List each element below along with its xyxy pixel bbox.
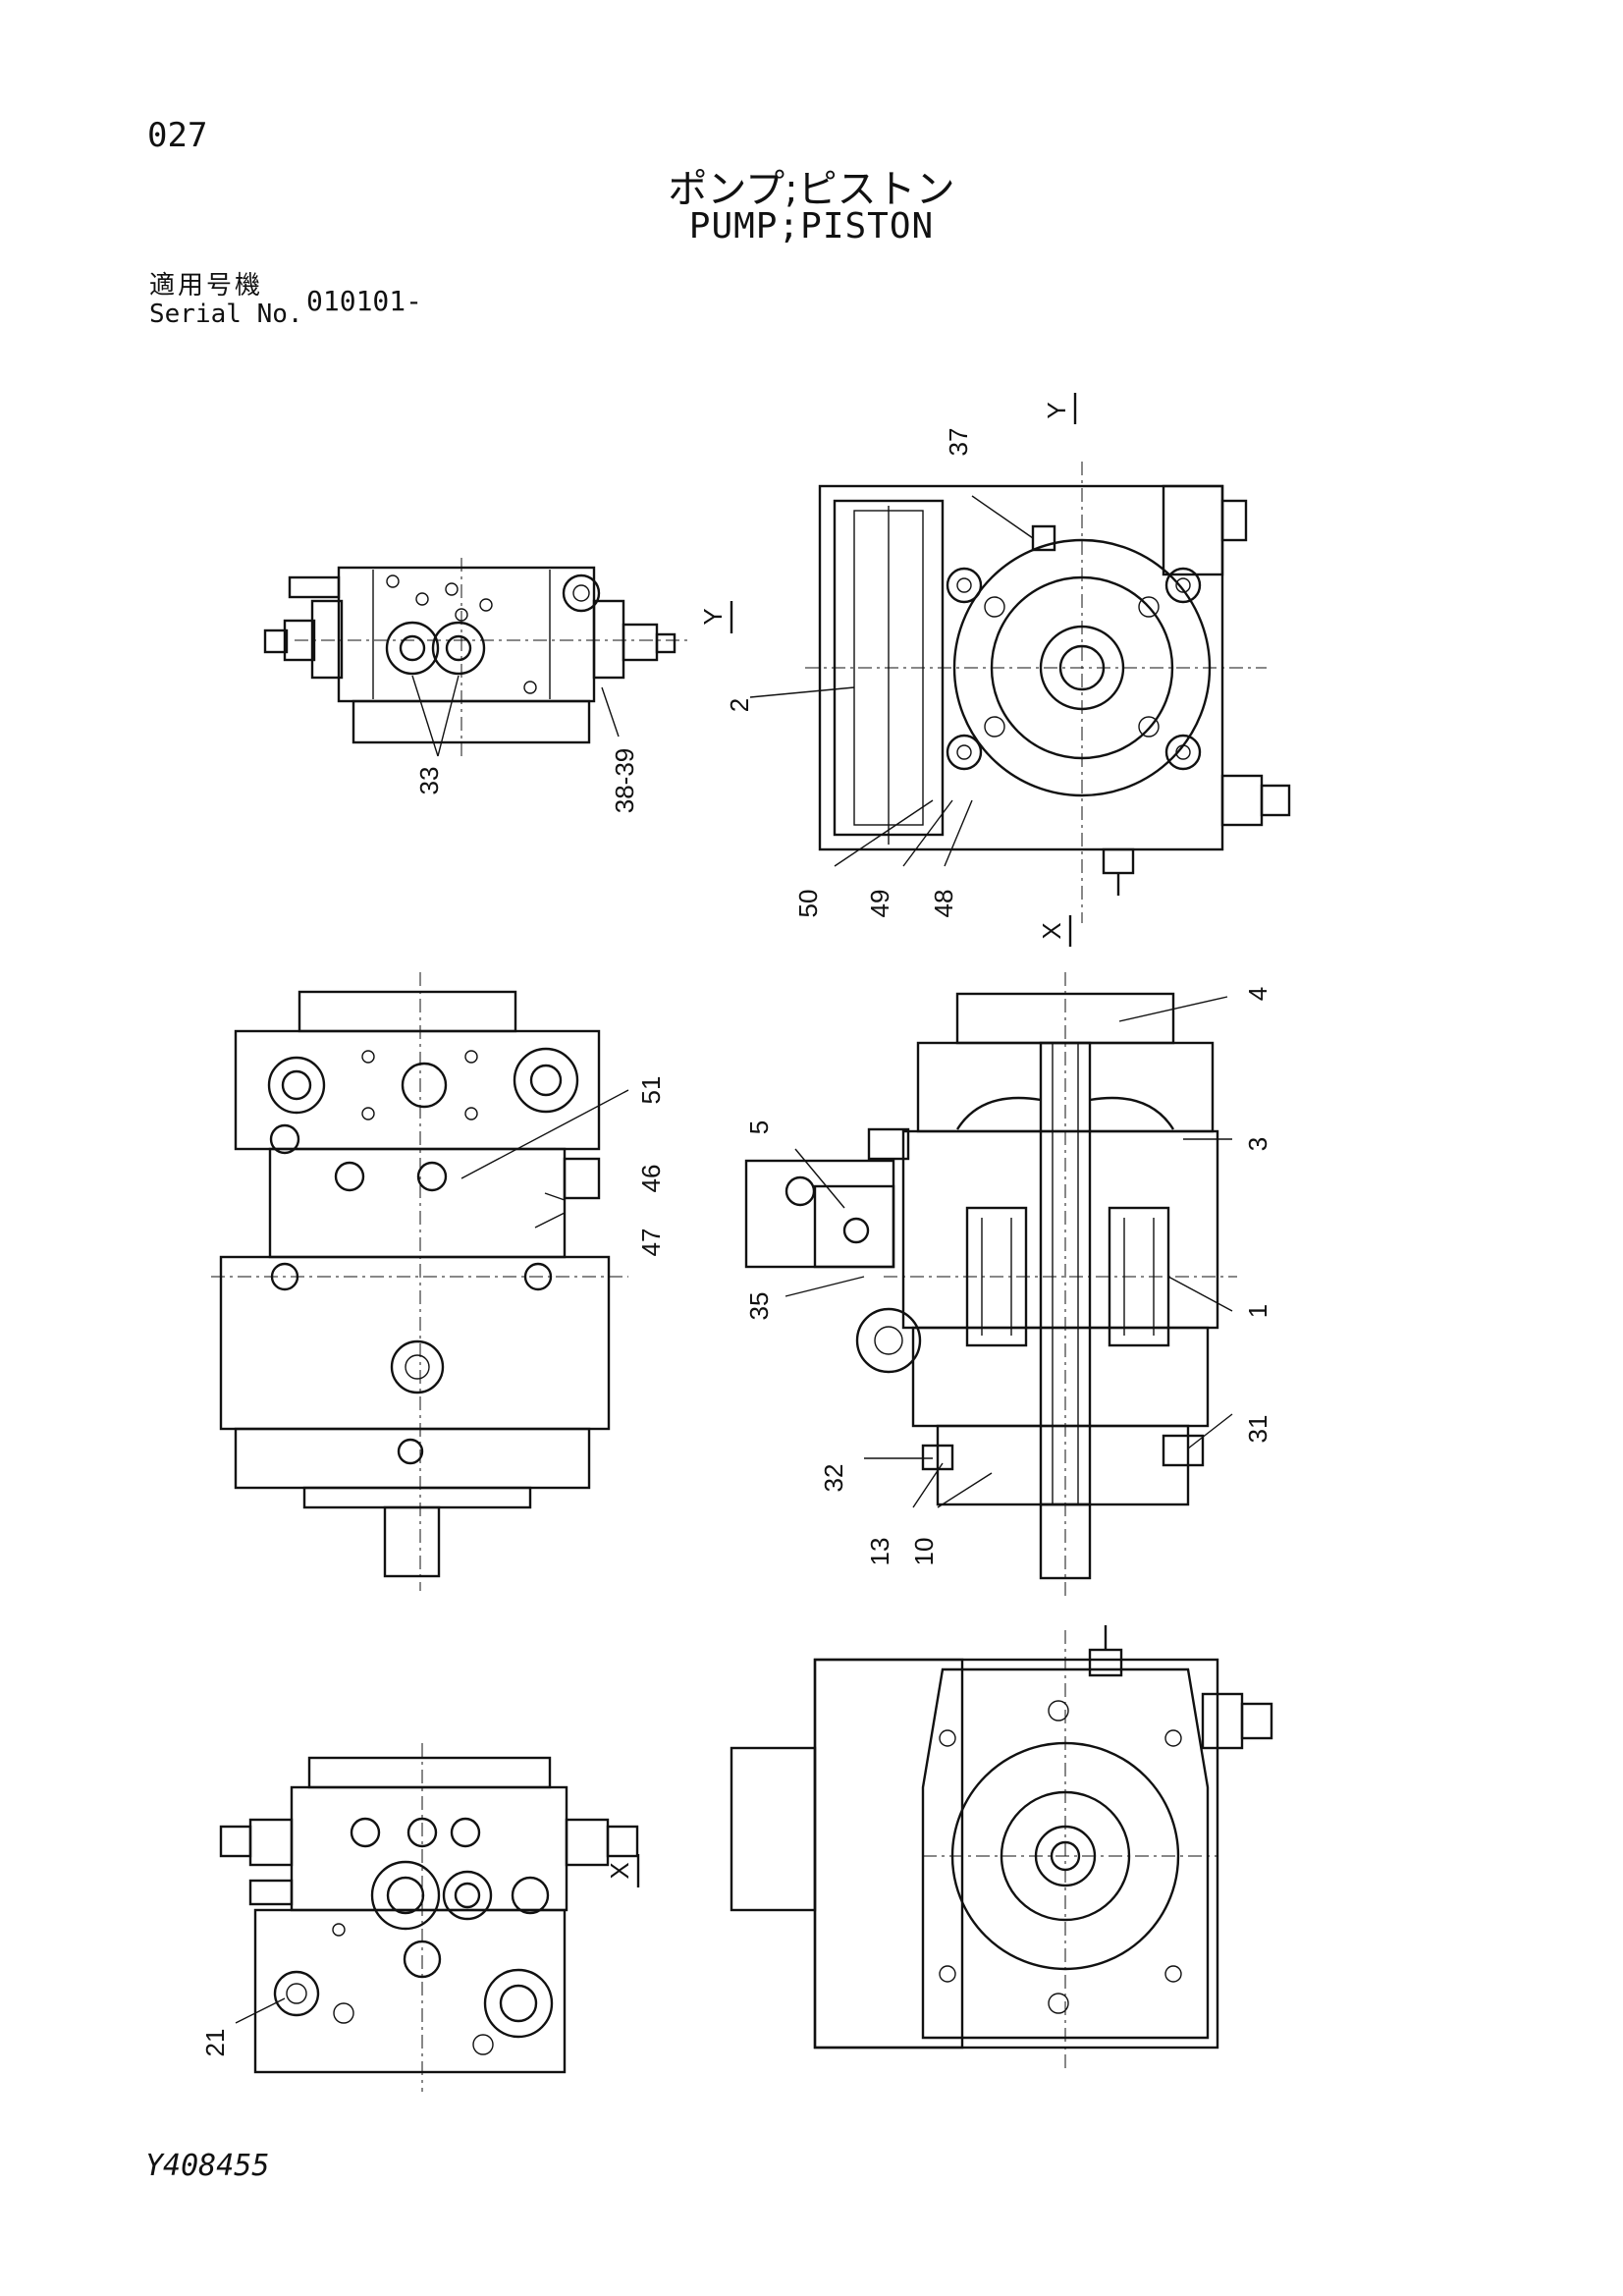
document-id: Y408455 <box>145 2149 270 2183</box>
page-number: 027 <box>147 116 208 155</box>
callout-labels: 33 38-39 2 37 50 49 48 51 46 47 4 3 1 31… <box>200 428 1272 2057</box>
callout-10: 10 <box>909 1538 939 1566</box>
callout-13: 13 <box>865 1538 894 1566</box>
callout-37: 37 <box>944 428 973 457</box>
callout-38-39: 38-39 <box>610 748 639 814</box>
callout-32: 32 <box>819 1464 848 1493</box>
side-view-drawing <box>805 462 1291 923</box>
front-view-drawing <box>211 972 628 1591</box>
callout-31: 31 <box>1243 1415 1272 1444</box>
callout-1: 1 <box>1243 1304 1272 1318</box>
serial-number-value: 010101- <box>306 285 423 317</box>
callout-48: 48 <box>929 890 958 918</box>
callout-50: 50 <box>793 890 823 918</box>
title-japanese: ポンプ;ピストン <box>668 167 955 212</box>
view-marker-x-mid: X <box>1037 922 1066 939</box>
bottom-view-drawing <box>219 1743 639 2092</box>
callout-47: 47 <box>636 1229 666 1257</box>
view-marker-y-top: Y <box>1042 402 1071 418</box>
callout-49: 49 <box>865 890 894 918</box>
callout-5: 5 <box>744 1121 774 1134</box>
callout-21: 21 <box>200 2029 230 2057</box>
serial-label-english: Serial No. <box>149 300 303 329</box>
callout-33: 33 <box>414 767 444 795</box>
view-marker-x-bottom: X <box>605 1862 634 1879</box>
title-english: PUMP;PISTON <box>688 206 935 246</box>
serial-label-japanese: 適用号機 <box>149 271 264 301</box>
callout-3: 3 <box>1243 1137 1272 1151</box>
view-marker-y-left: Y <box>698 608 728 625</box>
callout-46: 46 <box>636 1165 666 1193</box>
section-view-drawing <box>744 972 1237 1596</box>
callout-51: 51 <box>636 1076 666 1105</box>
callout-35: 35 <box>744 1292 774 1321</box>
rear-view-drawing <box>730 1625 1273 2072</box>
top-view-drawing <box>263 558 687 756</box>
view-markers: Y Y X X <box>605 393 1077 1887</box>
leader-lines <box>235 495 1233 2024</box>
callout-2: 2 <box>725 698 754 712</box>
callout-4: 4 <box>1243 987 1272 1001</box>
